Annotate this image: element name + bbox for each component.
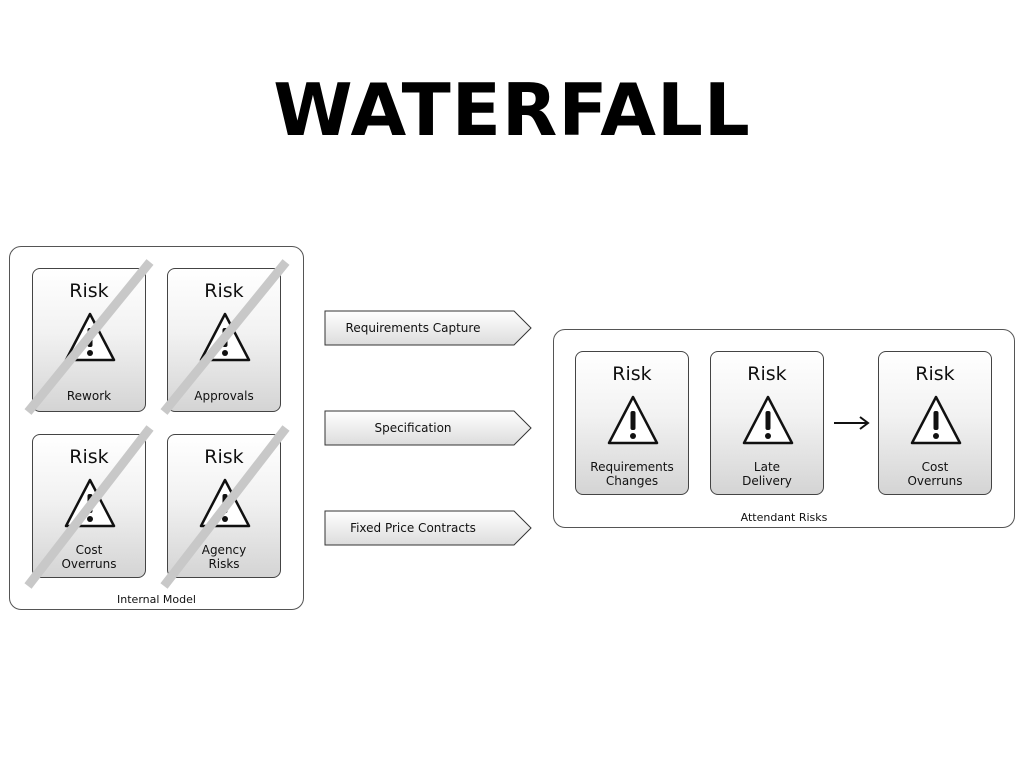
pentagon-arrow-shape (324, 410, 532, 446)
risk-card-approvals: Risk Approvals (167, 268, 281, 412)
card-heading: Risk (747, 363, 787, 385)
card-heading: Risk (612, 363, 652, 385)
card-label: Cost Overruns (907, 460, 963, 488)
risk-card-late-delivery: Risk Late Delivery (710, 351, 824, 495)
risk-card-cost-overruns: Risk Cost Overruns (32, 434, 146, 578)
risk-card-rework: Risk Rework (32, 268, 146, 412)
attendant-risks-panel: Risk Requirements Changes Risk Late Deli… (553, 329, 1015, 528)
panel-caption: Attendant Risks (740, 511, 828, 524)
panel-caption: Internal Model (117, 593, 196, 606)
card-label: Late Delivery (742, 460, 792, 488)
internal-model-panel: Risk Rework Risk Approvals Risk Cost (9, 246, 304, 610)
warning-triangle-icon (199, 478, 251, 528)
card-heading: Risk (204, 446, 244, 468)
card-label: Cost Overruns (61, 543, 117, 571)
card-label: Approvals (194, 389, 254, 403)
risk-card-cost-overruns-result: Risk Cost Overruns (878, 351, 992, 495)
card-heading: Risk (204, 280, 244, 302)
risk-card-requirements-changes: Risk Requirements Changes (575, 351, 689, 495)
card-label: Rework (66, 389, 112, 403)
page-title: WATERFALL (273, 68, 751, 152)
pentagon-arrow-shape (324, 310, 532, 346)
step-arrow-fixed-price-contracts: Fixed Price Contracts (324, 510, 532, 546)
card-label: Requirements Changes (590, 460, 674, 488)
card-heading: Risk (915, 363, 955, 385)
step-label: Specification (374, 421, 452, 435)
warning-triangle-icon (910, 395, 962, 445)
card-heading: Risk (69, 280, 109, 302)
warning-triangle-icon (607, 395, 659, 445)
step-arrow-requirements-capture: Requirements Capture (324, 310, 532, 346)
right-arrow-icon (834, 416, 870, 430)
warning-triangle-icon (199, 312, 251, 362)
warning-triangle-icon (742, 395, 794, 445)
pentagon-arrow-shape (324, 510, 532, 546)
warning-triangle-icon (64, 478, 116, 528)
step-arrow-specification: Specification (324, 410, 532, 446)
card-heading: Risk (69, 446, 109, 468)
risk-card-agency-risks: Risk Agency Risks (167, 434, 281, 578)
warning-triangle-icon (64, 312, 116, 362)
step-label: Fixed Price Contracts (350, 521, 476, 535)
step-label: Requirements Capture (345, 321, 481, 335)
card-label: Agency Risks (201, 543, 247, 571)
